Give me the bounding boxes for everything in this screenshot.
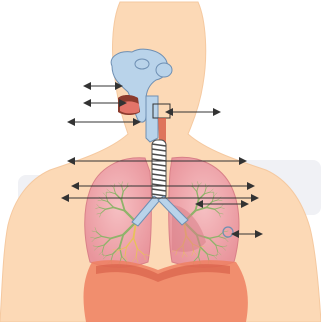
- sinus: [135, 59, 149, 69]
- sinus: [156, 63, 172, 77]
- pharynx: [146, 96, 158, 142]
- diaphragm: [84, 260, 248, 322]
